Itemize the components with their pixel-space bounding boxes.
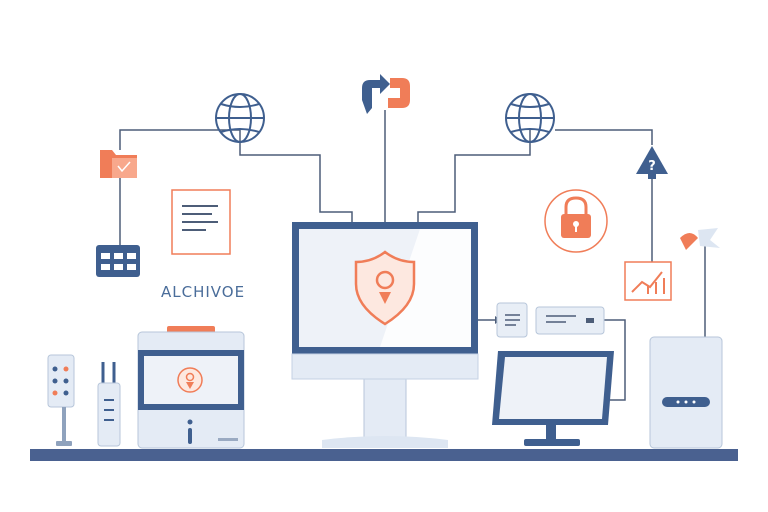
laptop-monitor <box>492 351 614 446</box>
document-icon <box>171 189 231 255</box>
chart-icon <box>624 261 672 301</box>
shield-icon <box>354 250 416 326</box>
remote-device <box>47 354 75 446</box>
desk-base <box>30 449 738 461</box>
calendar-icon <box>96 245 140 277</box>
mini-panel <box>535 306 605 335</box>
mini-panel <box>496 302 528 338</box>
flag-icon <box>680 228 720 338</box>
connection-lines <box>119 110 653 401</box>
folder-icon <box>100 150 137 178</box>
svg-text:?: ? <box>648 159 656 174</box>
server-tower <box>649 336 723 449</box>
alchivoe-label: ALCHIVOE <box>161 283 246 301</box>
router-device <box>97 362 121 447</box>
padlock-icon <box>544 189 608 253</box>
warning-question-icon: ? <box>636 146 668 179</box>
globe-icon <box>505 93 555 143</box>
shield-icon <box>177 367 203 393</box>
recycle-arrows-icon <box>362 74 410 114</box>
globe-icon <box>215 93 265 143</box>
